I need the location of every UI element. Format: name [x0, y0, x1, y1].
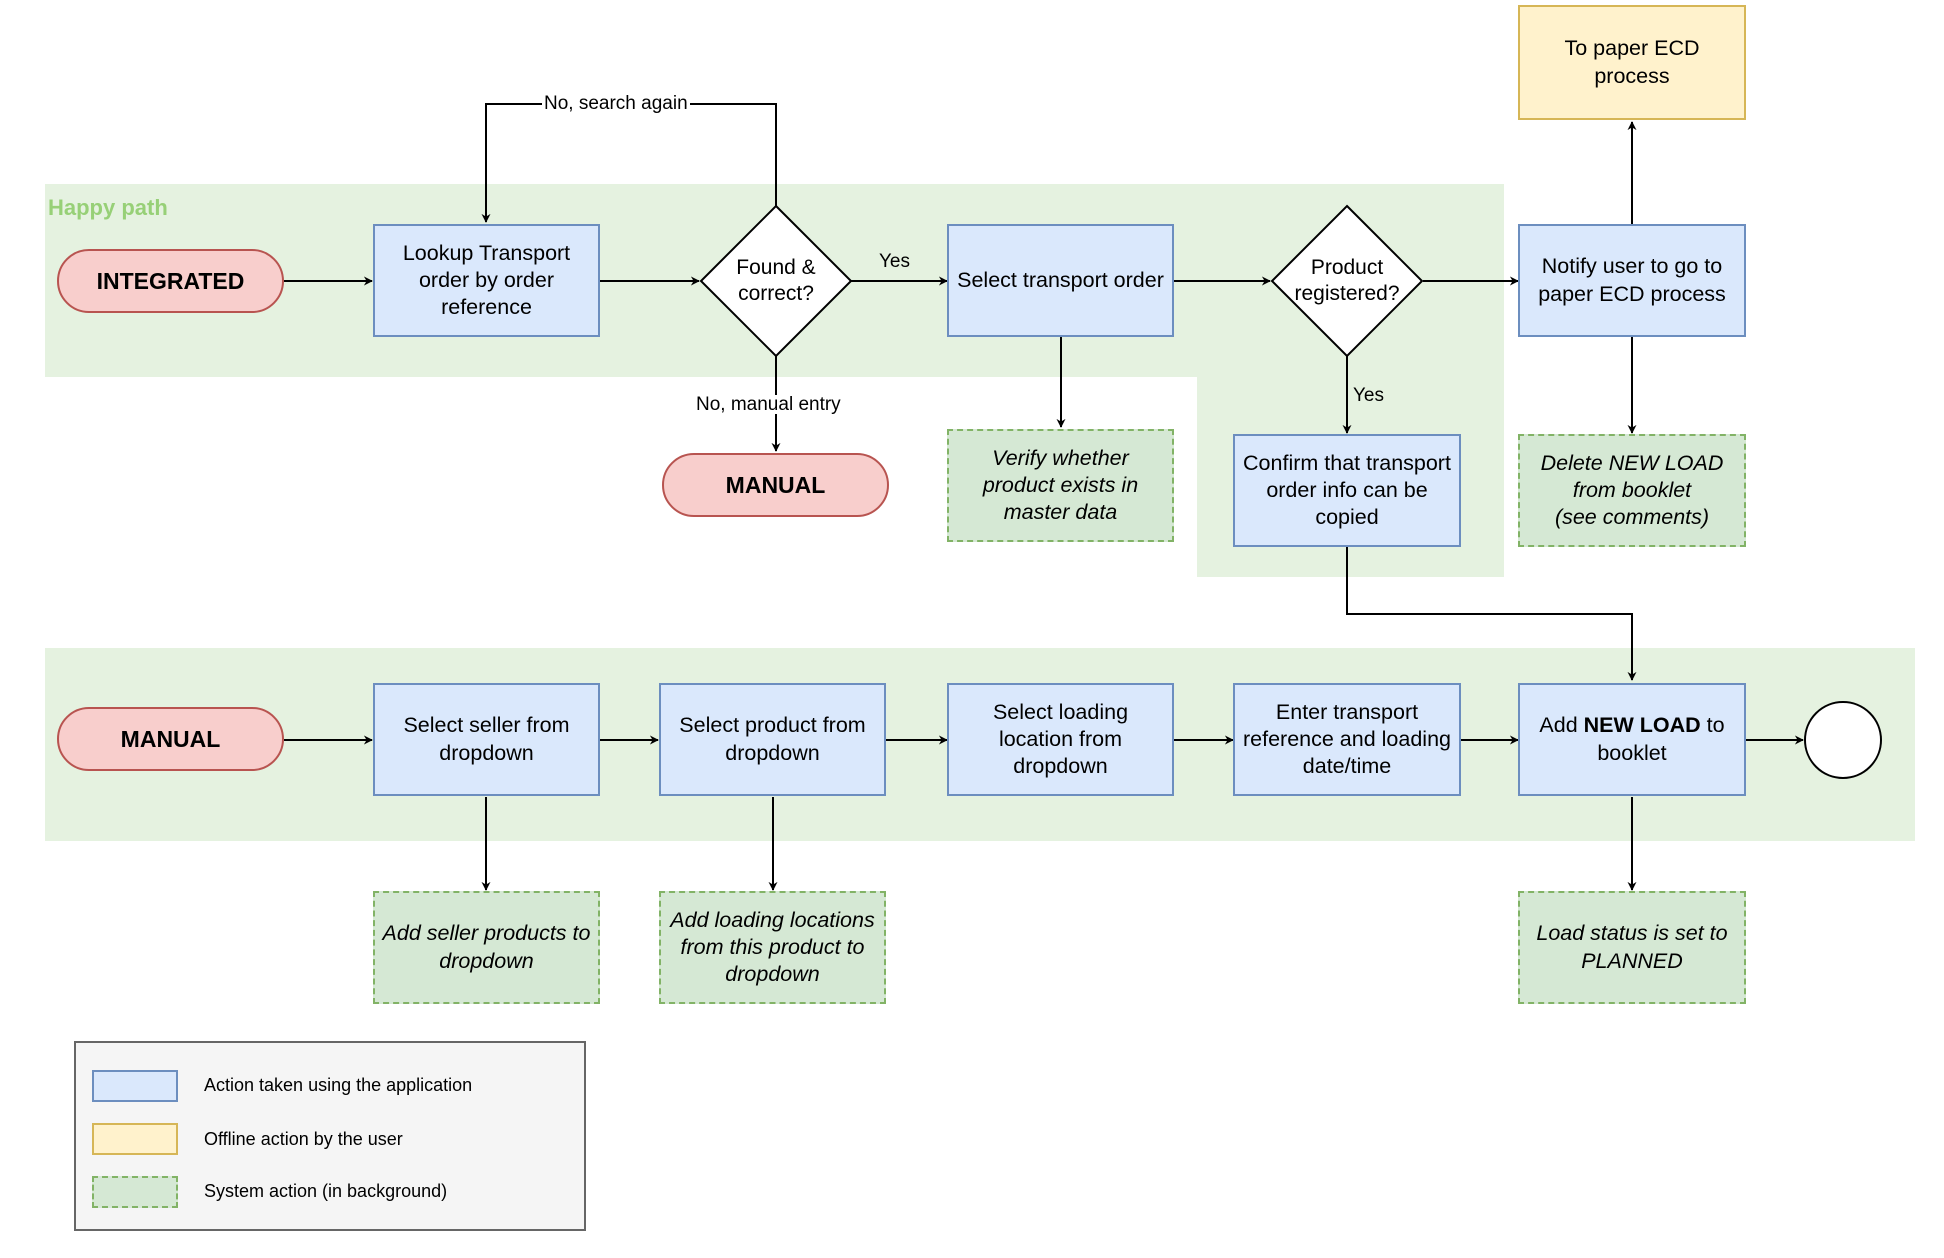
delete-new-load-box: Delete NEW LOAD from booklet (see commen… — [1518, 434, 1746, 547]
decision-found-correct-shape — [699, 204, 853, 358]
decision-product-registered: Product registered? — [1294, 255, 1400, 305]
terminal-manual-top: MANUAL — [662, 453, 889, 517]
seller-products-box: Add seller products to dropdown — [373, 891, 600, 1004]
verify-product-box: Verify whether product exists in master … — [947, 429, 1174, 542]
happy-path-label: Happy path — [48, 195, 168, 220]
decision-found-correct: Found & correct? — [736, 255, 816, 305]
arrow-confirm-to-add-load — [1346, 547, 1637, 681]
edge-label-manual-entry: No, manual entry — [694, 394, 843, 415]
legend-label-action: Action taken using the application — [204, 1075, 473, 1095]
select-product-box: Select product from dropdown — [659, 683, 886, 796]
loading-locations-box: Add loading locations from this product … — [659, 891, 886, 1004]
terminal-manual-bottom: MANUAL — [57, 707, 284, 771]
legend: Action taken using the application Offli… — [74, 1041, 586, 1231]
legend-swatch-action — [92, 1070, 178, 1102]
select-loading-location-box: Select loading location from dropdown — [947, 683, 1174, 796]
select-transport-order-box: Select transport order — [947, 224, 1174, 337]
add-new-load-text: Add NEW LOAD to booklet — [1539, 713, 1725, 765]
end-event-circle — [1804, 701, 1882, 779]
lookup-transport-order-box: Lookup Transport order by order referenc… — [373, 224, 600, 337]
load-status-planned-box: Load status is set to PLANNED — [1518, 891, 1746, 1004]
add-new-load-box: Add NEW LOAD to booklet — [1518, 683, 1746, 796]
paper-ecd-process-box: To paper ECD process — [1518, 5, 1746, 120]
legend-label-system: System action (in background) — [204, 1181, 448, 1201]
arrow-search-again — [481, 103, 777, 223]
edge-label-yes-registered: Yes — [1351, 385, 1386, 406]
legend-swatch-offline — [92, 1123, 178, 1155]
confirm-copy-box: Confirm that transport order info can be… — [1233, 434, 1461, 547]
edge-label-search-again: No, search again — [542, 93, 690, 114]
legend-label-offline: Offline action by the user — [204, 1129, 403, 1149]
enter-transport-reference-box: Enter transport reference and loading da… — [1233, 683, 1461, 796]
select-seller-box: Select seller from dropdown — [373, 683, 600, 796]
terminal-integrated: INTEGRATED — [57, 249, 284, 313]
edge-label-yes-found: Yes — [877, 251, 912, 272]
notify-user-box: Notify user to go to paper ECD process — [1518, 224, 1746, 337]
decision-product-registered-shape — [1270, 204, 1424, 358]
legend-swatch-system — [92, 1176, 178, 1208]
